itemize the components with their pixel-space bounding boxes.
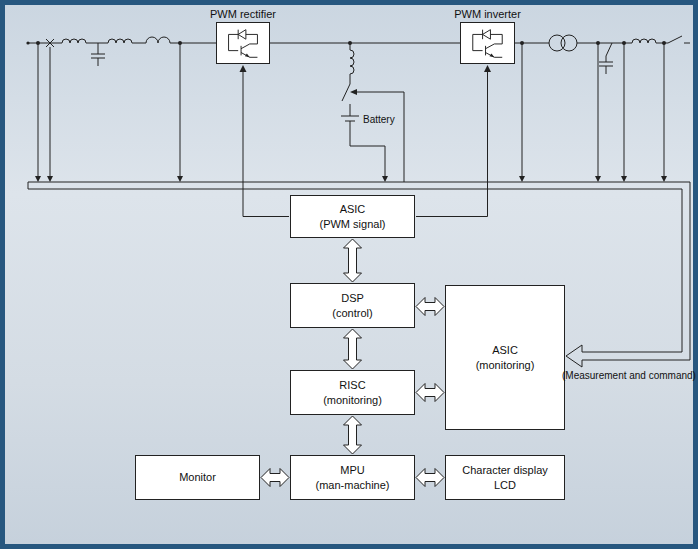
hollow-double-arrow (261, 469, 289, 487)
inductor-symbol (108, 39, 132, 43)
switch-command-line (356, 92, 404, 182)
hollow-double-arrow (261, 469, 289, 487)
hollow-double-arrow (344, 239, 362, 282)
hollow-double-arrow (416, 298, 444, 316)
block-title: PWM rectifier (210, 8, 276, 20)
filter-capacitor-symbol (599, 43, 613, 74)
arrowhead (240, 65, 247, 72)
hollow-double-arrow (416, 469, 444, 487)
terminal-dot (26, 41, 29, 44)
hollow-double-arrow (344, 416, 362, 454)
hollow-double-arrow (344, 239, 362, 282)
block-label: MPU (man-machine) (316, 463, 390, 492)
switch-symbol (668, 36, 682, 43)
reactor-symbol (350, 43, 354, 84)
dc-link-wire (270, 43, 460, 44)
hollow-double-arrow (344, 329, 362, 369)
switching-device-symbol (217, 23, 269, 63)
inductor-symbol (62, 39, 86, 43)
process-box: ASIC (PWM signal) (290, 195, 415, 238)
hollow-double-arrow (344, 416, 362, 454)
signal-arrow (240, 65, 290, 217)
measurement-bus (28, 182, 690, 367)
signal-line (416, 71, 488, 217)
hollow-double-arrow (416, 298, 444, 316)
process-box: Monitor (135, 455, 260, 500)
hollow-double-arrow (416, 384, 444, 402)
process-box: DSP (control) (290, 283, 415, 328)
block-label: ASIC (PWM signal) (319, 202, 385, 231)
block-label: ASIC (monitoring) (476, 343, 535, 372)
inductor-symbol (146, 37, 170, 43)
arrowheads (35, 89, 667, 182)
inductor-symbol (632, 39, 656, 43)
block-label: Character display LCD (462, 463, 548, 492)
signal-arrow (416, 65, 491, 217)
hollow-double-arrow (416, 469, 444, 487)
main-wire (28, 43, 216, 44)
hollow-double-arrow (416, 384, 444, 402)
process-box: MPU (man-machine) (290, 455, 415, 500)
switching-device-symbol (461, 23, 514, 63)
block-label: RISC (monitoring) (323, 378, 382, 407)
capacitor-symbol (91, 43, 105, 66)
part-label: Battery (363, 114, 395, 126)
hollow-double-arrow (344, 329, 362, 369)
measurement-line (38, 43, 664, 176)
process-box: ASIC (monitoring) (445, 285, 565, 430)
transformer-symbol (561, 35, 577, 51)
block-label: Monitor (179, 470, 216, 484)
process-box: Character display LCD (445, 455, 565, 500)
battery-measure-line (350, 136, 385, 176)
transformer-symbol (549, 35, 565, 51)
junction-dots (36, 41, 666, 45)
block-title: PWM inverter (454, 8, 521, 20)
battery-symbol (341, 116, 359, 136)
arrowhead (484, 65, 491, 72)
signal-label: (Measurement and command) (562, 370, 696, 382)
converter-block: PWM rectifier (216, 22, 270, 64)
signal-line (243, 71, 289, 217)
breaker-symbol (46, 39, 54, 47)
switch-symbol (342, 84, 350, 116)
process-box: RISC (monitoring) (290, 370, 415, 415)
converter-block: PWM inverter (460, 22, 515, 64)
block-label: DSP (control) (332, 291, 372, 320)
